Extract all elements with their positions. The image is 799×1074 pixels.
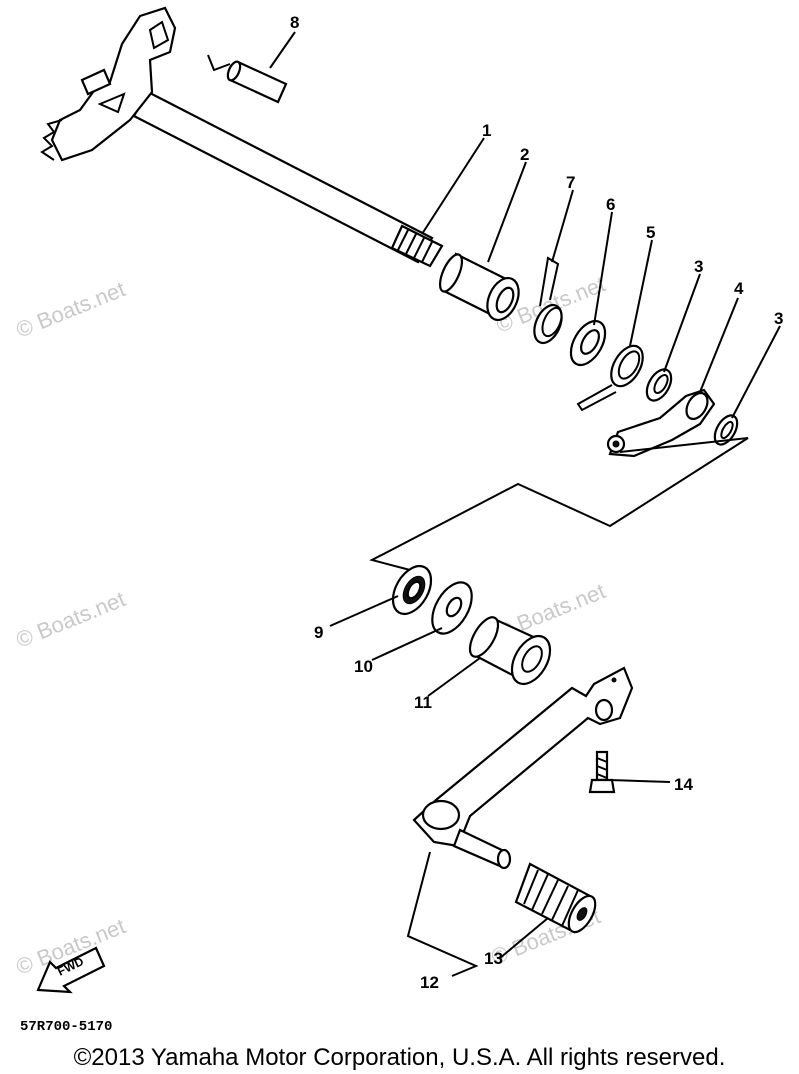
spring-part-5 bbox=[576, 344, 644, 412]
collar-part-11 bbox=[468, 616, 552, 685]
circlip-part-3b bbox=[713, 414, 739, 446]
washer-part-10 bbox=[431, 581, 473, 635]
bolt-part-14 bbox=[588, 750, 616, 794]
callout-1: 1 bbox=[482, 121, 491, 140]
washer-part-6 bbox=[569, 319, 607, 367]
callout-4: 4 bbox=[734, 279, 744, 298]
spring-part-7 bbox=[533, 256, 563, 345]
watermarks: © Boats.net © Boats.net © Boats.net © Bo… bbox=[13, 271, 609, 979]
callout-2: 2 bbox=[520, 145, 529, 164]
callout-13: 13 bbox=[484, 949, 503, 968]
pedal-rubber-part-13 bbox=[514, 862, 597, 934]
collar-part-2 bbox=[438, 252, 520, 321]
circlip-part-3a bbox=[645, 368, 673, 402]
fwd-arrow-icon: FWD bbox=[36, 946, 106, 994]
callout-5: 5 bbox=[646, 223, 655, 242]
callout-9: 9 bbox=[314, 623, 323, 642]
shift-arm-part-4 bbox=[606, 388, 716, 458]
callout-3a: 3 bbox=[694, 257, 703, 276]
shift-pedal-part-12 bbox=[412, 666, 634, 870]
copyright-notice: ©2013 Yamaha Motor Corporation, U.S.A. A… bbox=[73, 1044, 726, 1071]
watermark-3: © Boats.net bbox=[13, 586, 129, 652]
callout-14: 14 bbox=[674, 775, 693, 794]
callout-7: 7 bbox=[566, 173, 575, 192]
callout-3b: 3 bbox=[774, 309, 783, 328]
oil-seal-part-9 bbox=[391, 565, 433, 615]
callout-11: 11 bbox=[414, 693, 432, 712]
callout-labels: 8 1 2 7 6 5 3 4 3 9 10 11 14 13 12 bbox=[290, 13, 783, 992]
shift-shaft bbox=[40, 6, 444, 268]
callout-6: 6 bbox=[606, 195, 615, 214]
callout-12: 12 bbox=[420, 973, 439, 992]
diagram-code: 57R700-5170 bbox=[20, 1019, 112, 1035]
callout-10: 10 bbox=[354, 657, 373, 676]
pin-part-8 bbox=[207, 54, 288, 104]
callout-8: 8 bbox=[290, 13, 299, 32]
group-bracket-lines bbox=[369, 437, 749, 571]
leader-lines bbox=[269, 31, 781, 977]
watermark-1: © Boats.net bbox=[13, 276, 129, 342]
